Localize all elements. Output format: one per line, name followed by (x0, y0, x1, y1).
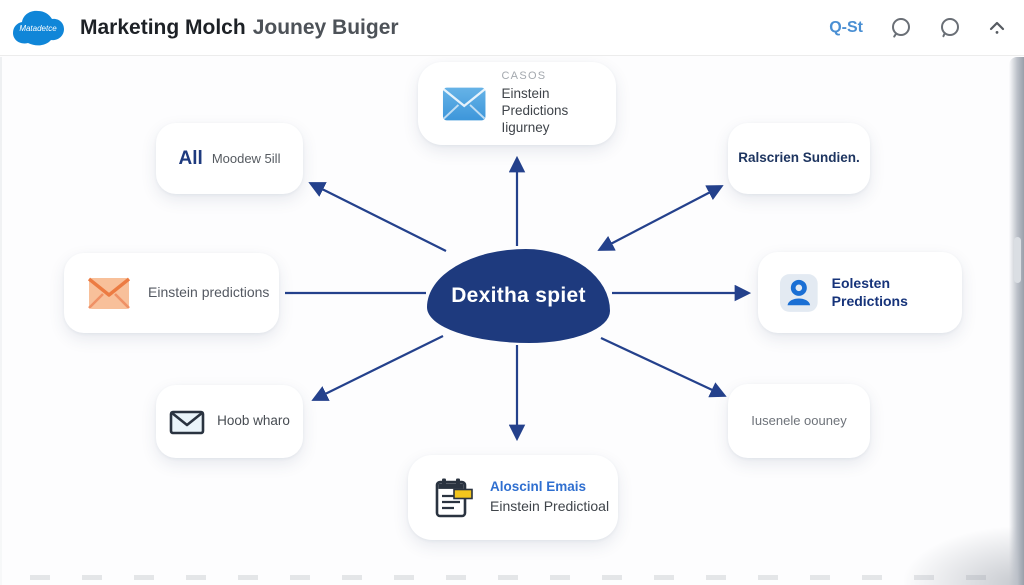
taskbar-hint (30, 575, 1004, 580)
person-icon (780, 273, 818, 312)
page-title-rest: Jouney Buiger (252, 15, 399, 39)
node-top-right[interactable]: Ralscrien Sundien. (728, 123, 870, 194)
node-top-left-label: Moodew 5ill (211, 151, 281, 166)
node-left-label: Einstein predictions (148, 284, 270, 301)
notepad-icon (435, 478, 473, 517)
node-top-left-bold: All (178, 147, 203, 169)
center-node[interactable]: Dexitha spiet (427, 249, 610, 343)
canvas-left-edge (0, 57, 2, 585)
envelope-orange-icon (88, 277, 130, 309)
caret-up-icon[interactable] (988, 20, 1006, 35)
corner-shadow (904, 527, 1024, 585)
node-bottom-left[interactable]: Hoob wharo (156, 385, 303, 458)
node-left[interactable]: Einstein predictions (64, 253, 279, 333)
node-bottom-left-label: Hoob wharo (217, 413, 290, 429)
node-top-line2: Iigurney (501, 119, 550, 135)
node-bottom-line1: Aloscinl Emais (490, 479, 587, 495)
logo-text: Matadetce (19, 24, 57, 33)
arrow-top-right (597, 185, 724, 251)
node-bottom-right-label: Iusenele oouney (751, 412, 847, 428)
chat-bubble-icon[interactable] (890, 17, 912, 39)
page-title-bold: Marketing Molch (80, 15, 246, 39)
salesforce-cloud-logo: Matadetce (13, 10, 64, 45)
node-right[interactable]: Eolesten Predictions (758, 252, 962, 333)
node-bottom-line2: Einstein Predictioal (490, 498, 610, 515)
scrollbar-thumb[interactable] (1014, 237, 1021, 283)
node-bottom-right[interactable]: Iusenele oouney (728, 384, 870, 458)
arrow-bottom-left (311, 335, 444, 401)
scrollbar[interactable] (1009, 57, 1024, 585)
header-actions: Q-St (829, 17, 1006, 39)
node-top-right-label: Ralscrien Sundien. (738, 150, 860, 166)
envelope-outline-icon (169, 410, 205, 435)
node-top-line1: Einstein Predictions (501, 86, 569, 118)
node-top-eyebrow: CASOS (501, 70, 547, 83)
node-right-label: Eolesten Predictions (831, 275, 908, 309)
arrow-top-left (308, 182, 447, 252)
node-bottom[interactable]: Aloscinl Emais Einstein Predictioal (408, 455, 618, 540)
search-icon[interactable] (939, 17, 961, 39)
envelope-blue-icon (442, 87, 486, 120)
arrow-bottom-right (600, 337, 727, 398)
center-node-label: Dexitha spiet (451, 284, 586, 307)
node-top-left[interactable]: All Moodew 5ill (156, 123, 303, 194)
header-action-label[interactable]: Q-St (829, 18, 863, 36)
node-top[interactable]: CASOS Einstein Predictions Iigurney (418, 62, 616, 145)
